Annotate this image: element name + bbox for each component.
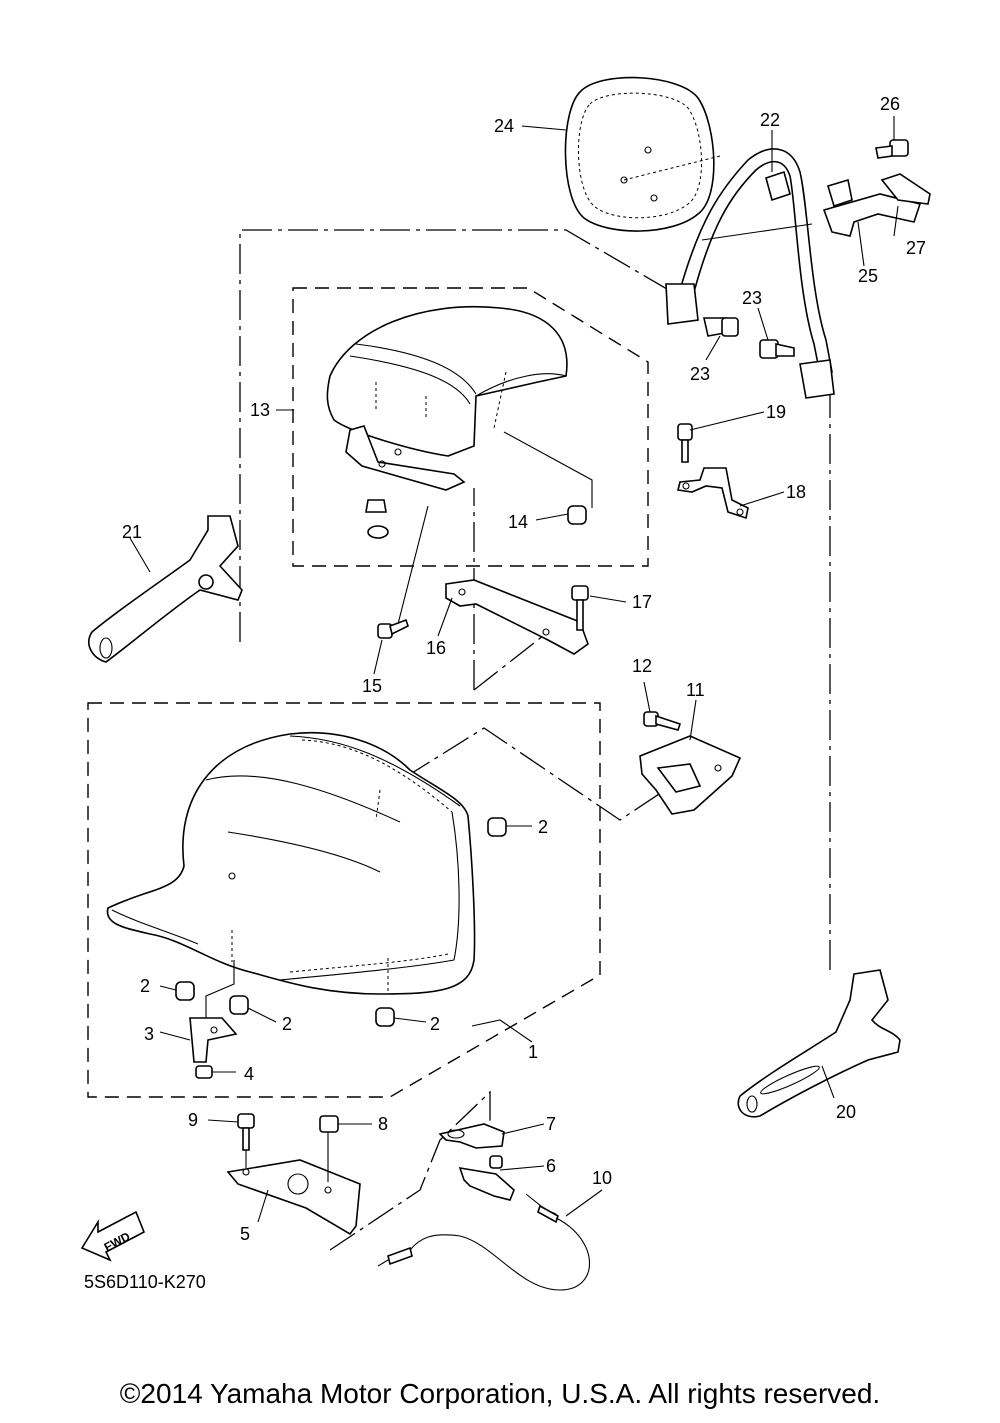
part-24-backrest-pad [564,76,721,232]
callout-20: 20 [836,1102,856,1122]
part-2-grommet-b [175,981,195,1001]
diagram-code: 5S6D110-K270 [84,1272,206,1292]
callout-2-c: 2 [282,1014,292,1034]
callout-21: 21 [122,522,142,542]
callout-19: 19 [766,402,786,422]
callout-4: 4 [244,1064,254,1084]
part-23-bolt-right [759,339,795,359]
fwd-arrow-icon: FWD [80,1210,146,1262]
part-18-brace [677,467,749,520]
part-2-grommet-a [487,817,507,837]
callout-22: 22 [760,110,780,130]
part-10-cable [377,1193,591,1291]
callout-2-d: 2 [430,1014,440,1034]
callout-10: 10 [592,1168,612,1188]
part-27-cover [880,173,931,205]
group-outline-13 [292,287,649,567]
callout-7: 7 [546,1114,556,1134]
part-20-strut [737,969,901,1118]
callout-16: 16 [426,638,446,658]
part-19-bolt [677,423,693,463]
callout-25: 25 [858,266,878,286]
part-7-latch [438,1123,505,1149]
part-1-rider-seat [106,731,476,995]
callout-13: 13 [250,400,270,420]
callout-23-b: 23 [742,288,762,308]
part-13-nut-washer [365,499,389,539]
part-15-bolt [377,618,409,639]
part-5-plate [226,1159,361,1236]
callout-labels: 1 2 2 2 2 3 4 5 6 7 8 9 10 11 12 13 14 1… [122,94,926,1244]
leader-lines [129,116,899,1223]
callout-11: 11 [686,680,705,700]
callout-2-b: 2 [140,976,150,996]
part-22-backrest-bar [665,148,835,399]
part-9-bolt [237,1113,255,1151]
part-6-assembly [458,1155,515,1201]
part-13-passenger-seat [326,305,568,491]
part-16-bracket [445,579,589,655]
callout-5: 5 [240,1224,250,1244]
part-14-grommet [567,505,587,525]
callout-18: 18 [786,482,806,502]
callout-27: 27 [906,238,926,258]
callout-15: 15 [362,676,382,696]
callout-12: 12 [632,656,652,676]
part-25-bracket [822,178,922,237]
callout-26: 26 [880,94,900,114]
part-3-bracket [189,1017,238,1063]
group-outline-1 [87,702,601,1098]
callout-2-a: 2 [538,817,548,837]
callout-14: 14 [508,512,528,532]
callout-6: 6 [546,1156,556,1176]
callout-1: 1 [528,1042,538,1062]
callout-3: 3 [144,1024,154,1044]
part-26-bolt [875,139,909,159]
part-2-grommet-d [375,1007,395,1027]
callout-9: 9 [188,1110,198,1130]
part-17-bolt [571,585,589,631]
callout-17: 17 [632,592,652,612]
callout-8: 8 [378,1114,388,1134]
part-23-bolt-left [703,317,739,337]
part-12-bolt [643,711,682,731]
part-11-bracket [639,735,742,815]
callout-24: 24 [494,116,514,136]
part-8-nut [319,1115,339,1133]
part-21-strut [88,515,243,663]
part-2-grommet-c [229,995,249,1015]
copyright-notice: ©2014 Yamaha Motor Corporation, U.S.A. A… [119,1378,881,1409]
part-4-nut [195,1065,213,1079]
callout-23-a: 23 [690,364,710,384]
